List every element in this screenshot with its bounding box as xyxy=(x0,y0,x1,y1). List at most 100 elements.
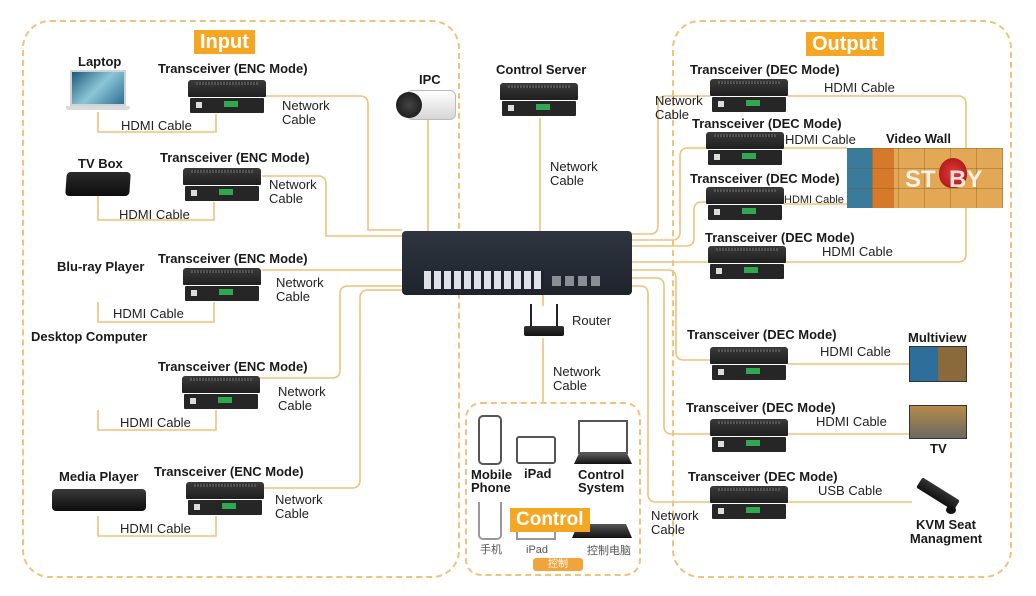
hdmi-cable-label-4: HDMI Cable xyxy=(120,415,191,430)
hdmi-cable-label-out-6: HDMI Cable xyxy=(816,414,887,429)
dec-transceiver-4 xyxy=(708,246,786,280)
enc-transceiver-2-label: Transceiver (ENC Mode) xyxy=(160,150,310,165)
enc-transceiver-5-label: Transceiver (ENC Mode) xyxy=(154,464,304,479)
mobile-phone-icon-ghost xyxy=(478,502,502,540)
usb-cable-label-out-7: USB Cable xyxy=(818,483,883,498)
hdmi-line-in-3 xyxy=(97,302,215,323)
dec-transceiver-3-label: Transceiver (DEC Mode) xyxy=(690,171,840,186)
media-player-icon xyxy=(52,489,146,511)
input-region xyxy=(22,20,460,578)
output-region xyxy=(672,20,1012,578)
dec-transceiver-5-label: Transceiver (DEC Mode) xyxy=(687,327,837,342)
hdmi-cable-label-out-1: HDMI Cable xyxy=(824,80,895,95)
network-cable-label-in-3: Network Cable xyxy=(276,275,324,304)
video-wall-label: Video Wall xyxy=(886,131,952,146)
network-cable-label-in-2: Network Cable xyxy=(269,177,317,206)
control-region xyxy=(465,402,641,576)
network-line-out-2 xyxy=(632,147,706,241)
network-line-out-7 xyxy=(632,285,710,503)
router-label: Router xyxy=(572,313,612,328)
tv-label: TV xyxy=(930,441,947,456)
ipc-label: IPC xyxy=(419,72,441,87)
ipad-icon xyxy=(516,436,556,464)
hdmi-line-in-5 xyxy=(97,516,217,537)
ipad-cn-label: iPad xyxy=(526,544,549,556)
dec-transceiver-2 xyxy=(706,132,784,166)
dec-transceiver-1 xyxy=(710,79,788,113)
control-cn-badge: 控制 xyxy=(533,558,583,571)
dec-transceiver-4-label: Transceiver (DEC Mode) xyxy=(705,230,855,245)
router-icon xyxy=(524,304,564,338)
network-line-out-3 xyxy=(632,201,706,247)
media-player-label: Media Player xyxy=(59,469,139,484)
network-cable-label-in-1: Network Cable xyxy=(282,98,330,127)
enc-transceiver-1 xyxy=(188,80,266,114)
bluray-player-label: Blu-ray Player xyxy=(57,259,145,274)
hdmi-line-in-2 xyxy=(97,196,215,221)
hdmi-line-out-4 xyxy=(786,208,967,263)
input-title: Input xyxy=(194,30,255,54)
hdmi-cable-label-3: HDMI Cable xyxy=(113,306,184,321)
network-cable-label-in-4: Network Cable xyxy=(278,384,326,413)
network-cable-label-out-top: Network Cable xyxy=(655,93,703,122)
control-title: Control xyxy=(510,508,590,532)
video-wall-display: ST BY xyxy=(847,148,1003,208)
hdmi-cable-label-1: HDMI Cable xyxy=(121,118,192,133)
mobile-phone-cn-label: 手机 xyxy=(480,544,502,556)
output-title: Output xyxy=(806,32,884,56)
dec-transceiver-7 xyxy=(710,486,788,520)
dec-transceiver-6-label: Transceiver (DEC Mode) xyxy=(686,400,836,415)
network-line-out-6 xyxy=(632,277,710,435)
network-cable-label-out-bottom: Network Cable xyxy=(651,508,699,537)
dec-transceiver-6 xyxy=(710,419,788,453)
network-line-in-5 xyxy=(264,289,402,489)
enc-transceiver-2 xyxy=(183,168,261,202)
control-system-cn-label: 控制电脑 xyxy=(587,545,631,557)
hdmi-cable-label-2: HDMI Cable xyxy=(119,207,190,222)
hdmi-cable-label-5: HDMI Cable xyxy=(120,521,191,536)
control-server-label: Control Server xyxy=(496,62,587,77)
hdmi-line-in-4 xyxy=(97,410,217,431)
control-server-cable-label: Network Cable xyxy=(550,159,598,188)
ipad-label: iPad xyxy=(524,466,552,481)
network-line-out-5 xyxy=(632,269,710,361)
kvm-keyboard-mouse-icon xyxy=(912,477,960,516)
network-cable-label-in-5: Network Cable xyxy=(275,492,323,521)
dec-transceiver-3 xyxy=(706,187,784,221)
laptop-label: Laptop xyxy=(78,54,122,69)
dec-transceiver-7-label: Transceiver (DEC Mode) xyxy=(688,469,838,484)
multiview-display xyxy=(909,346,967,382)
enc-transceiver-5 xyxy=(186,482,264,516)
desktop-computer-label: Desktop Computer xyxy=(31,329,148,344)
dec-transceiver-1-label: Transceiver (DEC Mode) xyxy=(690,62,840,77)
network-switch xyxy=(402,231,632,295)
kvm-label: KVM Seat Managment xyxy=(909,517,983,546)
hdmi-cable-label-out-2: HDMI Cable xyxy=(785,132,856,147)
enc-transceiver-3-label: Transceiver (ENC Mode) xyxy=(158,251,308,266)
tv-box-icon xyxy=(65,172,131,196)
control-system-icon xyxy=(574,420,632,466)
network-line-in-1 xyxy=(266,95,402,231)
multiview-label: Multiview xyxy=(908,330,967,345)
tv-display xyxy=(909,405,967,439)
enc-transceiver-4 xyxy=(182,376,260,410)
enc-transceiver-4-label: Transceiver (ENC Mode) xyxy=(158,359,308,374)
mobile-phone-label: Mobile Phone xyxy=(471,467,513,495)
control-system-label: Control System xyxy=(578,467,625,495)
network-line-in-4 xyxy=(260,285,402,379)
mobile-phone-icon xyxy=(478,415,502,465)
ipc-camera-icon xyxy=(396,88,456,122)
laptop-icon xyxy=(66,70,130,112)
network-line-out-1 xyxy=(632,95,710,235)
hdmi-line-out-1 xyxy=(788,95,967,148)
router-cable-label: Network Cable xyxy=(553,364,601,393)
dec-transceiver-5 xyxy=(710,347,788,381)
enc-transceiver-3 xyxy=(183,268,261,302)
network-line-in-2 xyxy=(262,175,402,237)
video-wall-text: ST BY xyxy=(905,166,983,193)
hdmi-cable-label-out-3: HDMI Cable xyxy=(784,194,844,206)
hdmi-cable-label-out-5: HDMI Cable xyxy=(820,344,891,359)
hdmi-line-in-1 xyxy=(97,112,217,133)
